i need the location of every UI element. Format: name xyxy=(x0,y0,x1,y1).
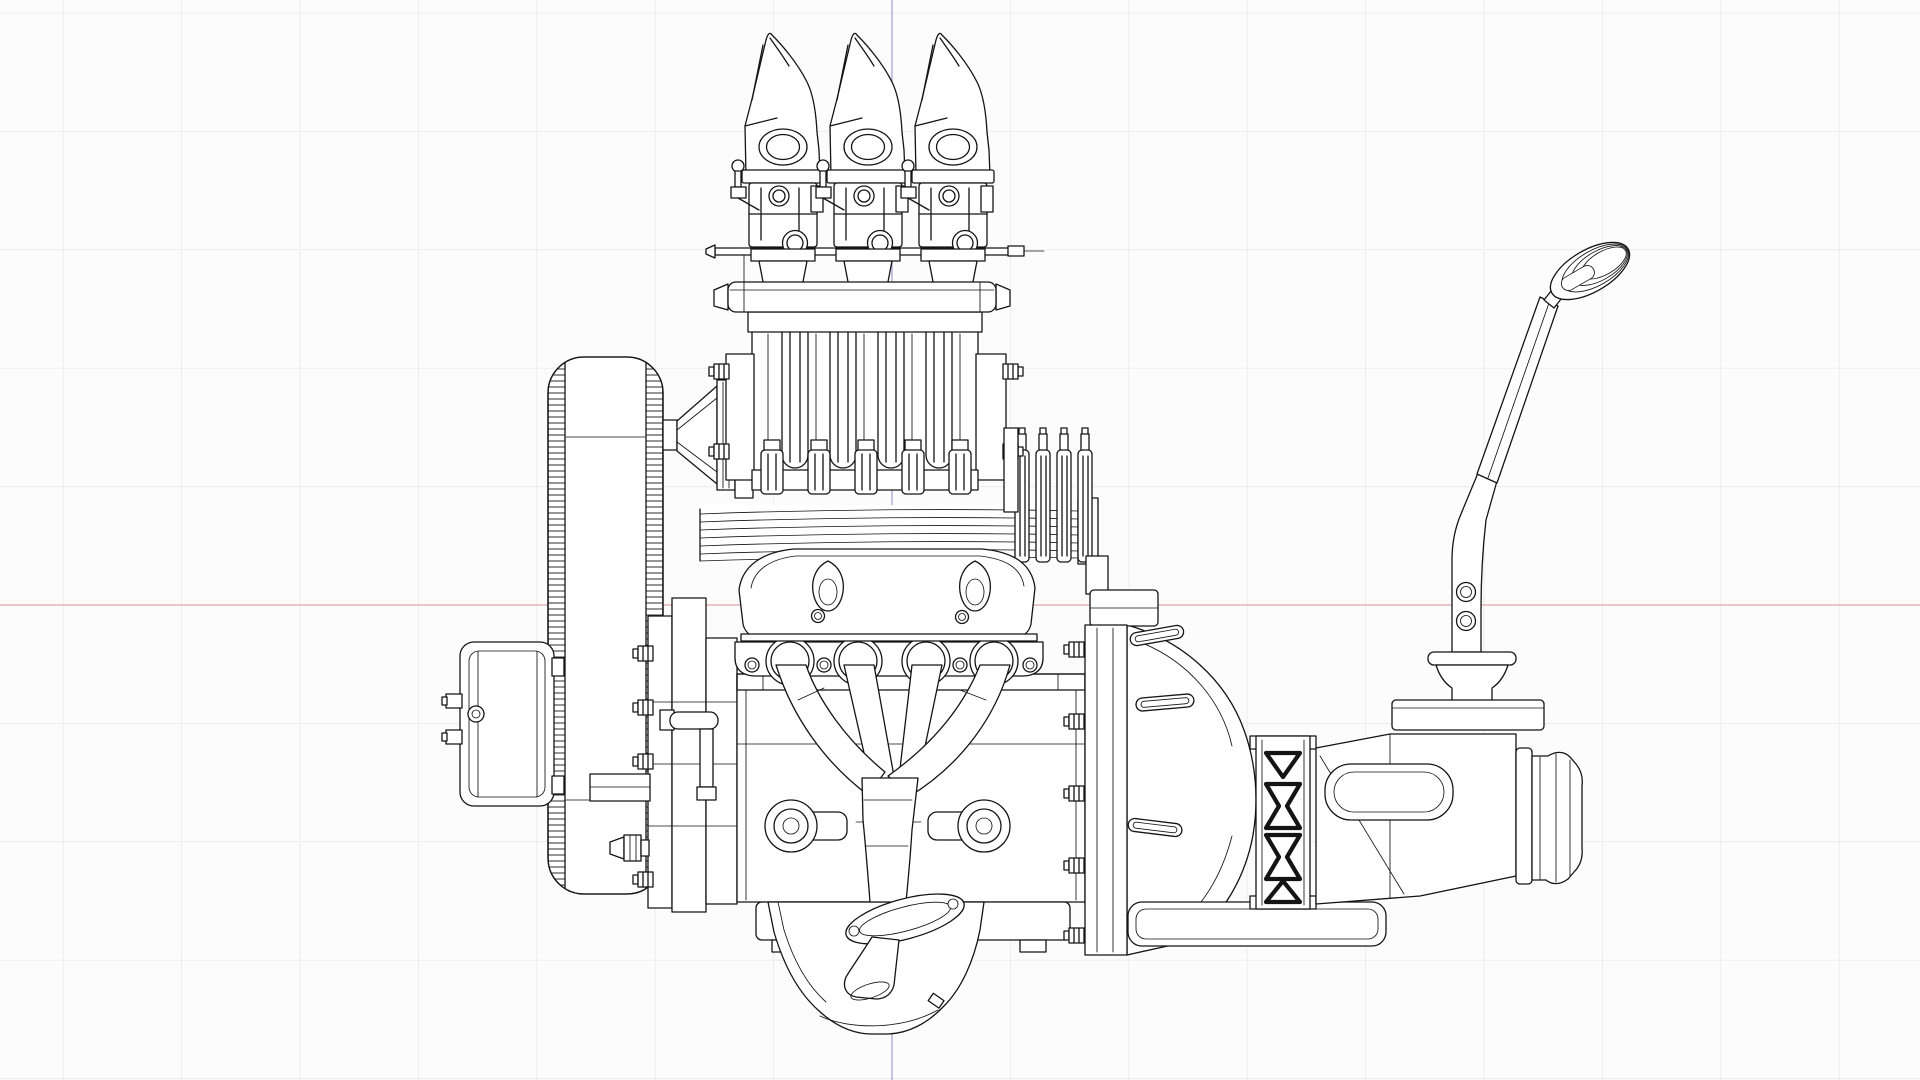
engine-wireframe-drawing xyxy=(441,32,1631,1035)
valve-cover xyxy=(738,548,1038,642)
velocity-stacks xyxy=(730,32,995,288)
gear-knob xyxy=(1549,241,1631,301)
drive-belt xyxy=(547,356,664,895)
intake-manifold xyxy=(713,281,1011,313)
adapter-neck xyxy=(1249,735,1317,910)
exhaust-headers xyxy=(775,664,1011,1001)
gear-shifter xyxy=(1391,241,1631,731)
front-cover-plates xyxy=(589,597,738,913)
crankshaft-nut xyxy=(609,834,650,862)
supercharger xyxy=(708,311,1024,513)
tail-housing xyxy=(1315,733,1517,905)
engine-mount-bracket xyxy=(441,641,565,807)
bell-housing xyxy=(1063,555,1257,956)
output-coupler xyxy=(1515,747,1583,885)
gear-lever xyxy=(1451,271,1577,653)
collector-pipe xyxy=(843,777,965,1001)
mounting-bosses xyxy=(764,799,1011,853)
shifter-base xyxy=(1391,651,1545,731)
